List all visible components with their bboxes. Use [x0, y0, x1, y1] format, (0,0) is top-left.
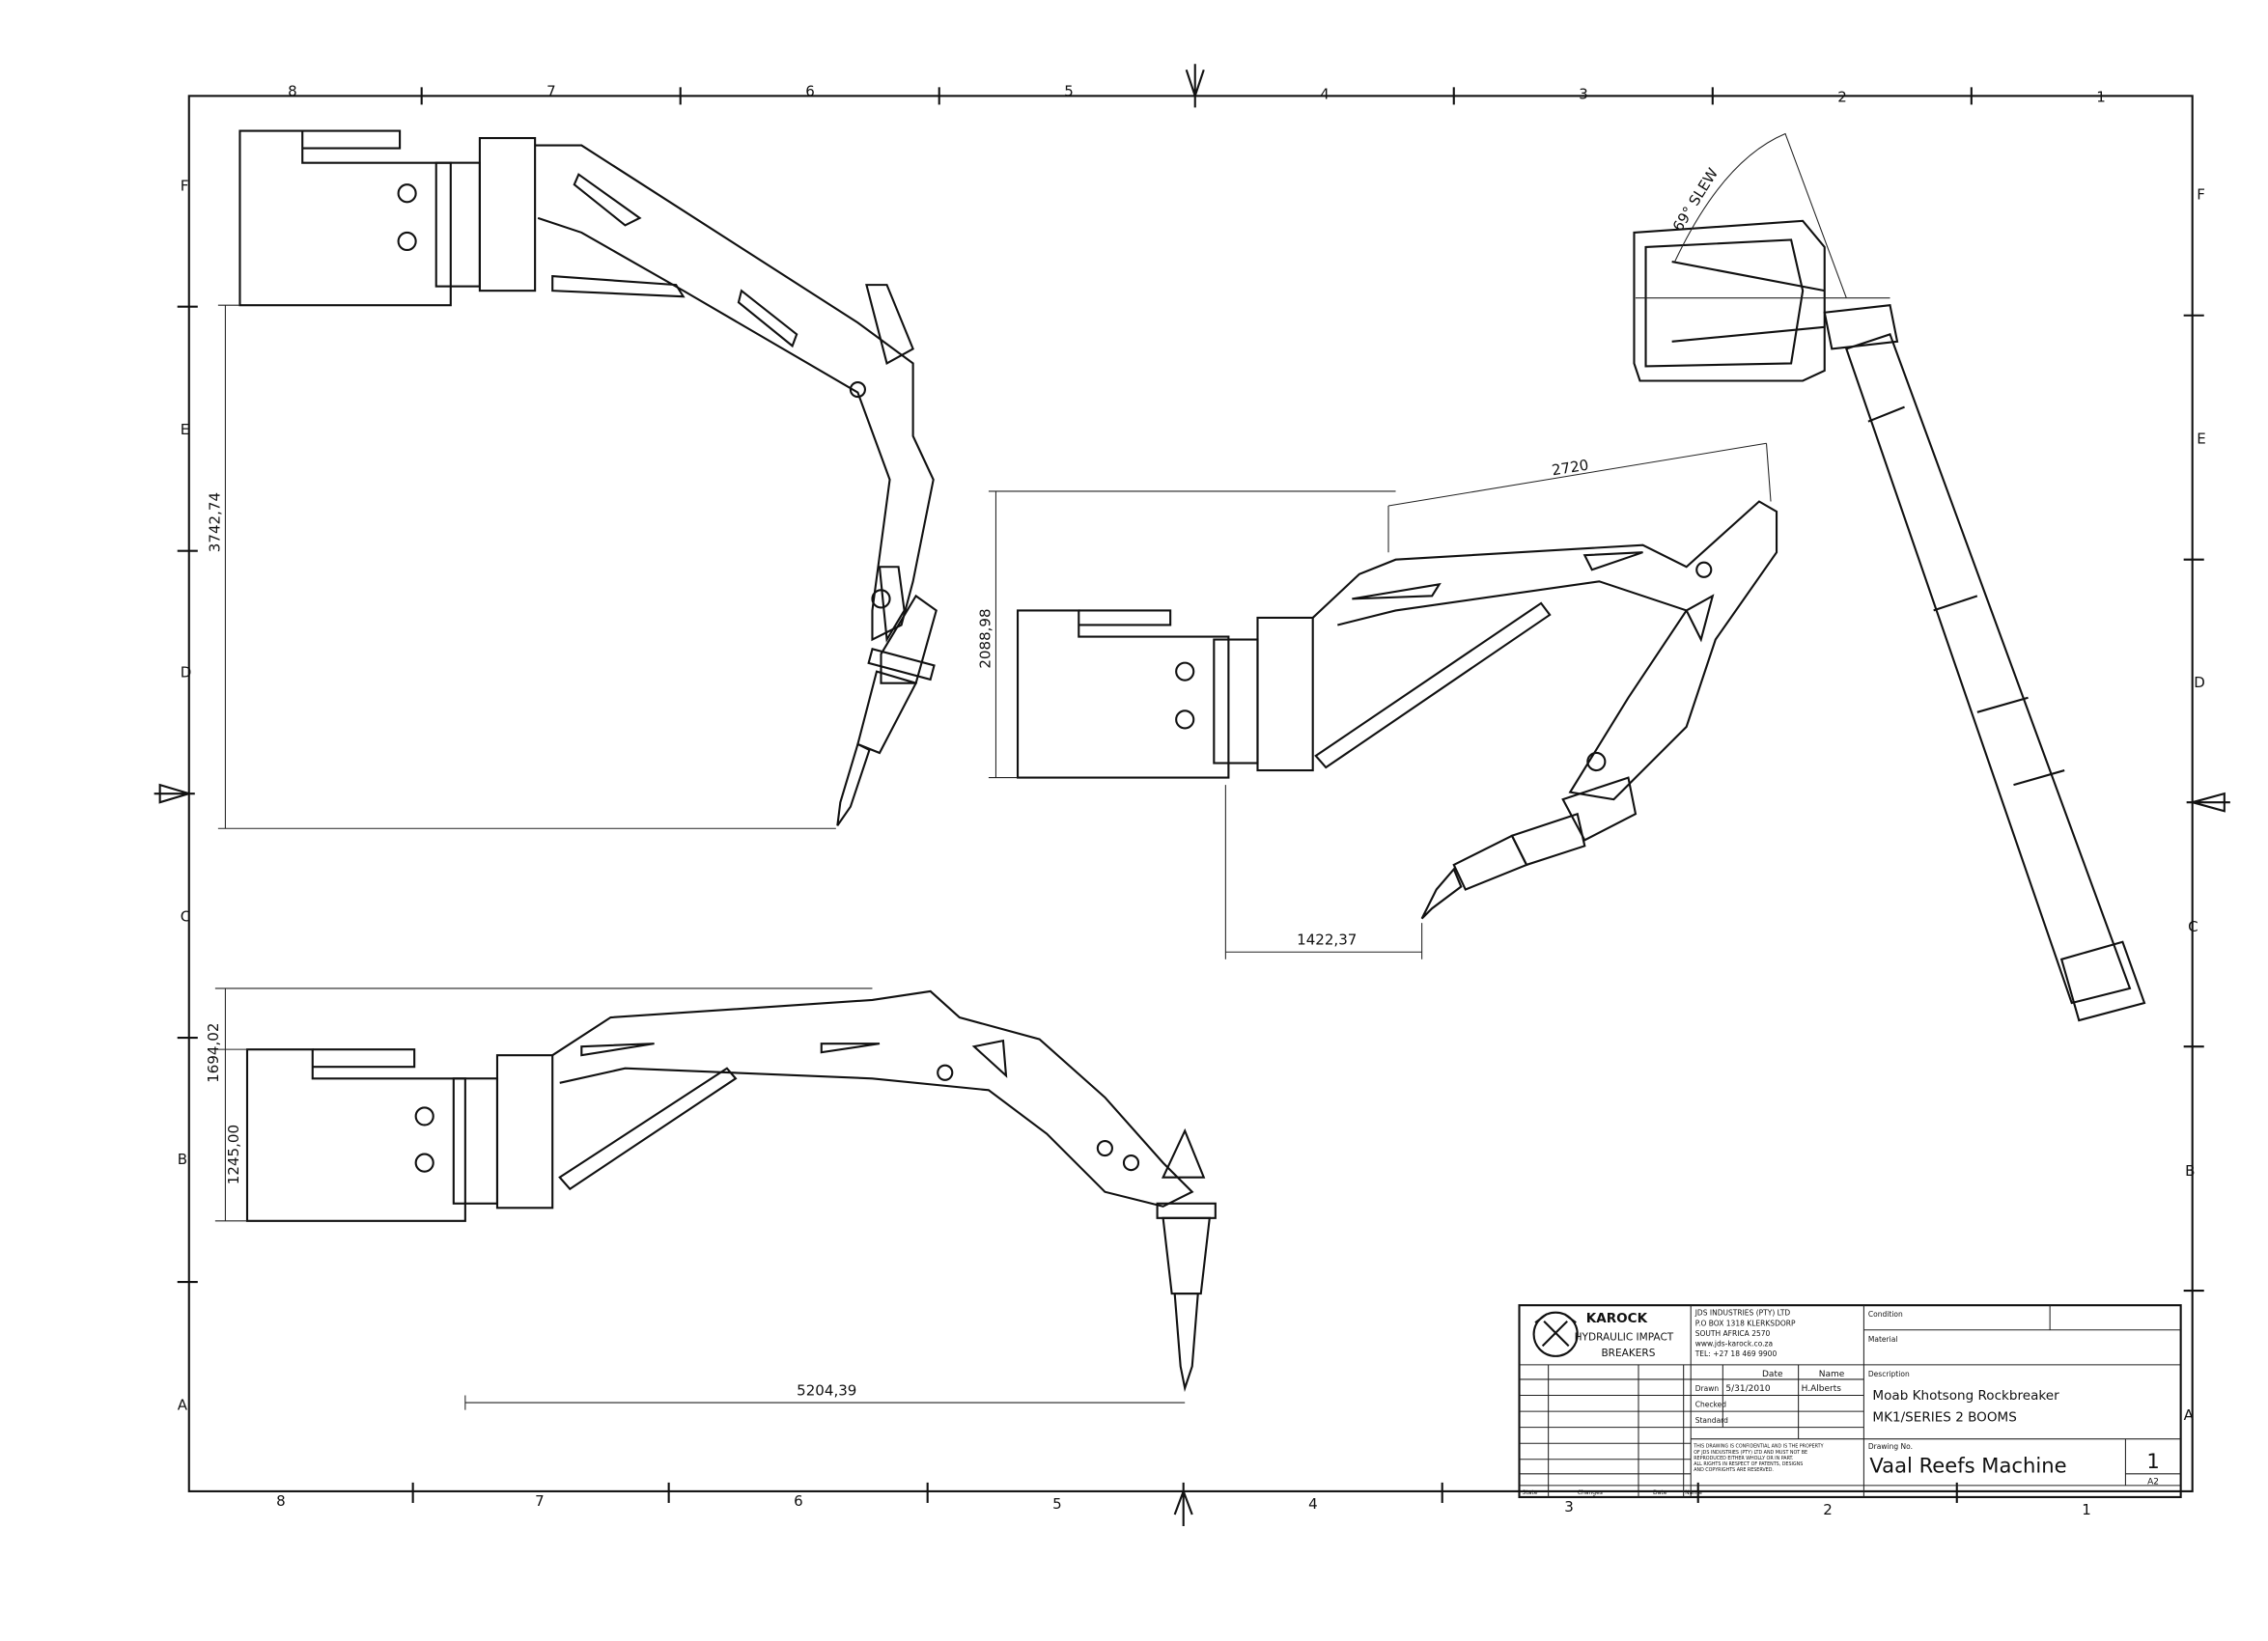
zone-col-5: 5 — [1064, 82, 1074, 99]
zone-col-6-bottom: 6 — [794, 1492, 803, 1510]
zone-row-f-right: F — [2197, 185, 2205, 203]
description-line-2: MK1/SERIES 2 BOOMS — [1872, 1410, 2016, 1426]
dimension-label-3742: 3742,74 — [206, 492, 223, 552]
boom-top-view: 69° SLEW — [1633, 132, 2146, 1022]
zone-row-a: A — [178, 1397, 188, 1414]
slew-label: 69° SLEW — [1669, 165, 1722, 235]
standard-label: Standard — [1695, 1416, 1728, 1425]
zone-col-6: 6 — [805, 82, 815, 99]
confidential-line-2: OF JDS INDUSTRIES (PTY) LTD AND MUST NOT… — [1694, 1450, 1807, 1456]
centering-arrows — [154, 64, 2230, 1527]
revision-date-label: Date — [1653, 1489, 1667, 1496]
zone-col-2: 2 — [1837, 88, 1847, 105]
zone-col-7: 7 — [546, 82, 556, 99]
zone-col-8: 8 — [288, 82, 297, 99]
dimension-label-1245: 1245,00 — [225, 1125, 242, 1184]
state-label: State — [1523, 1489, 1538, 1496]
company-line-2: P.O BOX 1318 KLERKSDORP — [1695, 1319, 1796, 1327]
company-line-1: JDS INDUSTRIES (PTY) LTD — [1694, 1309, 1791, 1318]
title-block: KAROCK HYDRAULIC IMPACT BREAKERS JDS IND… — [1518, 1304, 2182, 1498]
zone-col-4-bottom: 4 — [1308, 1495, 1318, 1513]
zone-row-f: F — [181, 177, 189, 194]
drawing-number: Vaal Reefs Machine — [1869, 1453, 2066, 1477]
sheet-size: A2 — [2147, 1477, 2159, 1487]
boom-side-view-low — [245, 989, 1217, 1393]
dimension-side-height: 3742,74 — [206, 304, 836, 829]
confidential-line-4: ALL RIGHTS IN RESPECT OF PATENTS, DESIGN… — [1694, 1461, 1803, 1467]
zone-row-d-right: D — [2194, 674, 2205, 691]
zone-ticks — [177, 87, 2204, 1503]
zone-row-e: E — [181, 421, 190, 438]
boom-side-view-mid — [1016, 500, 1778, 920]
revision-name-label: Name — [1685, 1489, 1702, 1496]
dimension-low: 1694,02 1245,00 5204,39 — [205, 987, 1186, 1410]
drawn-date: 5/31/2010 — [1725, 1384, 1770, 1394]
date-header: Date — [1762, 1370, 1783, 1379]
checked-label: Checked — [1695, 1401, 1726, 1409]
karock-logo — [1532, 1311, 1579, 1357]
description-label: Description — [1868, 1370, 1910, 1378]
dimension-label-1694: 1694,02 — [205, 1023, 222, 1083]
company-line-4: www.jds-karock.co.za — [1695, 1339, 1773, 1348]
dimension-label-2720: 2720 — [1551, 457, 1590, 480]
zone-col-4: 4 — [1320, 85, 1330, 102]
zone-col-1-bottom: 1 — [2082, 1501, 2091, 1518]
zone-col-3-bottom: 3 — [1564, 1498, 1574, 1516]
zone-col-5-bottom: 5 — [1052, 1495, 1062, 1513]
name-header: Name — [1819, 1370, 1845, 1379]
confidential-line-1: THIS DRAWING IS CONFIDENTIAL AND IS THE … — [1693, 1444, 1823, 1450]
changes-label: Changes — [1578, 1489, 1603, 1496]
zone-row-c: C — [181, 908, 191, 926]
brand-sub-2: BREAKERS — [1601, 1348, 1655, 1359]
company-line-3: SOUTH AFRICA 2570 — [1695, 1329, 1771, 1338]
description-line-1: Moab Khotsong Rockbreaker — [1872, 1388, 2059, 1404]
zone-col-1: 1 — [2096, 88, 2106, 105]
sheet-number: 1 — [2146, 1449, 2159, 1473]
dimension-mid: 2088,98 2720 1422,37 — [976, 442, 1772, 960]
condition-label: Condition — [1868, 1310, 1903, 1319]
drawing-no-label: Drawing No. — [1868, 1442, 1913, 1451]
confidential-line-3: REPRODUCED EITHER WHOLLY OR IN PART. — [1694, 1456, 1793, 1461]
zone-row-e-right: E — [2197, 430, 2206, 447]
drawing-frame — [187, 95, 2194, 1492]
zone-col-7-bottom: 7 — [535, 1492, 545, 1510]
boom-side-view-raised — [238, 129, 938, 826]
zone-col-8-bottom: 8 — [276, 1492, 286, 1510]
brand-sub-1: HYDRAULIC IMPACT — [1575, 1331, 1674, 1343]
drawn-name: H.Alberts — [1802, 1384, 1842, 1394]
dimension-label-2088: 2088,98 — [976, 608, 994, 668]
confidential-line-5: AND COPYRIGHTS ARE RESERVED. — [1694, 1467, 1774, 1473]
dimension-label-5204: 5204,39 — [797, 1382, 856, 1400]
zone-col-2-bottom: 2 — [1823, 1501, 1833, 1518]
brand-name: KAROCK — [1586, 1311, 1648, 1326]
dimension-label-1422: 1422,37 — [1297, 932, 1357, 949]
zone-row-b-right: B — [2185, 1162, 2195, 1180]
zone-row-d: D — [181, 664, 192, 681]
zone-row-a-right: A — [2184, 1406, 2195, 1424]
zone-col-3: 3 — [1579, 85, 1588, 102]
drawn-label: Drawn — [1695, 1384, 1720, 1393]
material-label: Material — [1868, 1335, 1898, 1344]
company-line-5: TEL: +27 18 469 9900 — [1694, 1349, 1778, 1358]
zone-row-b: B — [178, 1151, 187, 1168]
zone-row-c-right: C — [2188, 918, 2198, 935]
